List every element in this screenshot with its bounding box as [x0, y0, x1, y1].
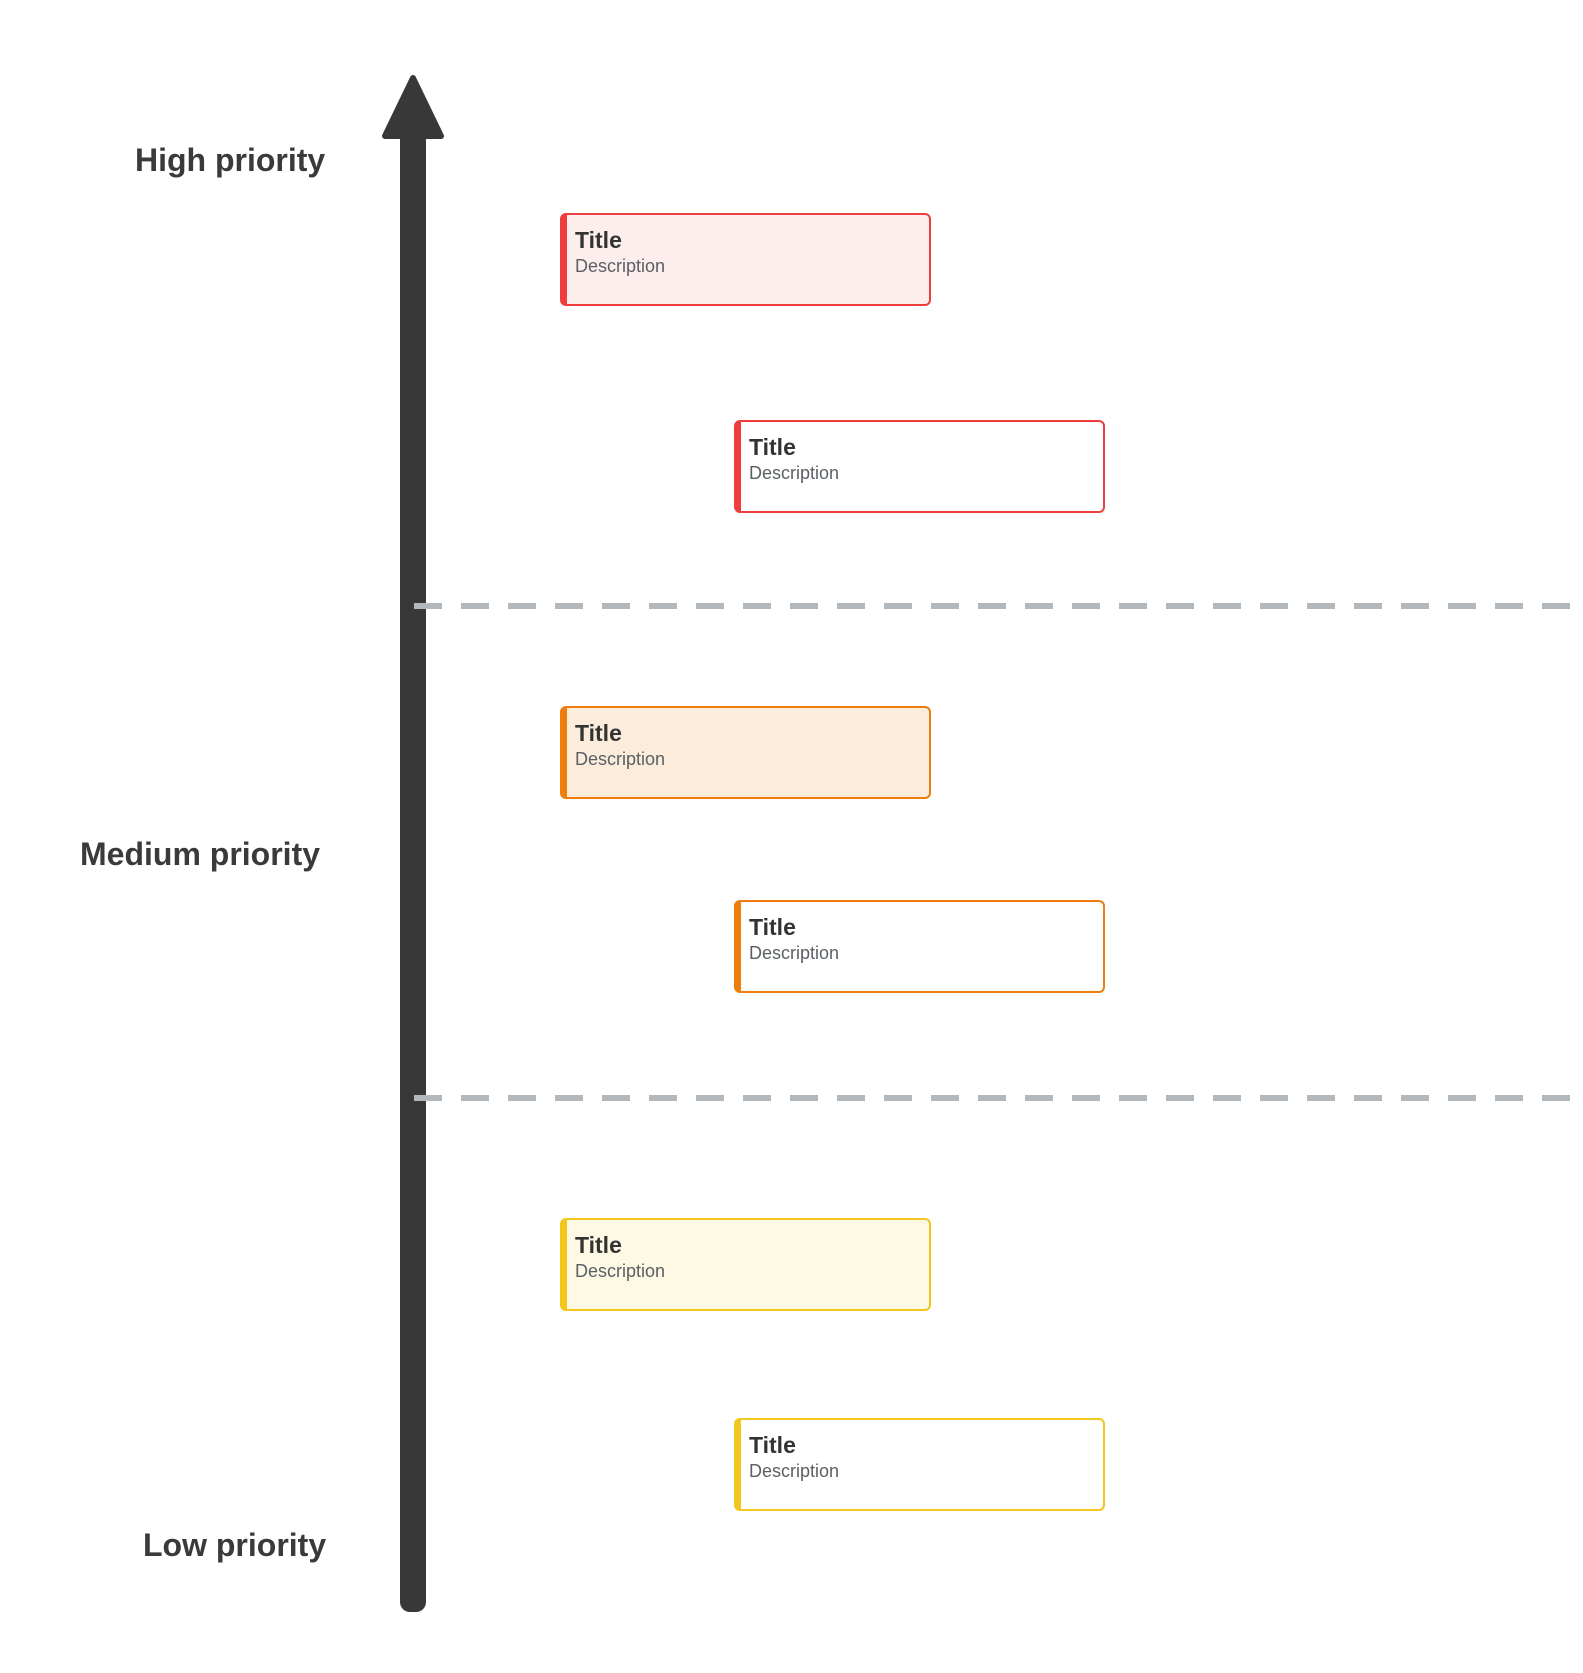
card-description: Description	[749, 463, 840, 483]
high-priority-label: High priority	[135, 142, 326, 178]
low-priority-label: Low priority	[143, 1527, 327, 1563]
card-title: Title	[749, 434, 796, 460]
card-description: Description	[575, 256, 666, 276]
card-low-filled[interactable]: Title Description	[560, 1218, 931, 1311]
vertical-axis-arrow-icon	[382, 75, 444, 1612]
card-title: Title	[575, 1232, 622, 1258]
card-low-outline[interactable]: Title Description	[734, 1418, 1105, 1511]
section-divider-medium-low	[414, 1095, 1583, 1101]
card-description: Description	[575, 1261, 666, 1281]
card-medium-outline[interactable]: Title Description	[734, 900, 1105, 993]
card-description: Description	[749, 943, 840, 963]
card-title: Title	[749, 1432, 796, 1458]
card-description: Description	[749, 1461, 840, 1481]
card-description: Description	[575, 749, 666, 769]
card-title: Title	[575, 720, 622, 746]
card-high-outline[interactable]: Title Description	[734, 420, 1105, 513]
medium-priority-label: Medium priority	[80, 836, 321, 872]
card-medium-filled[interactable]: Title Description	[560, 706, 931, 799]
card-title: Title	[575, 227, 622, 253]
card-high-filled[interactable]: Title Description	[560, 213, 931, 306]
card-title: Title	[749, 914, 796, 940]
section-divider-high-medium	[414, 603, 1583, 609]
